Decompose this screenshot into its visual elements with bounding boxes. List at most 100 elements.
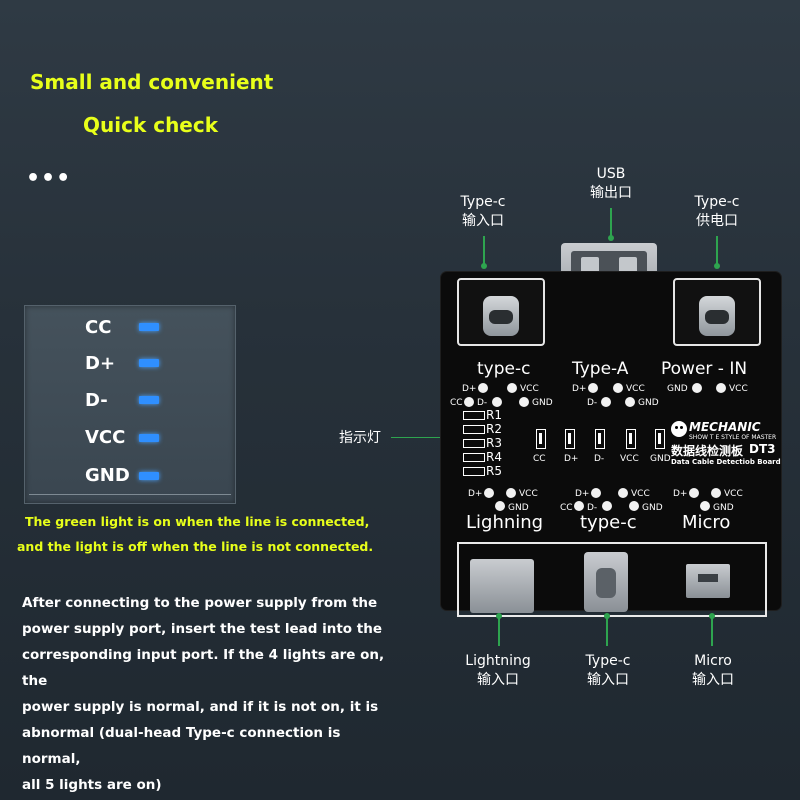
pin-label: VCC bbox=[724, 489, 743, 499]
label-typec-input: Type-c 输入口 bbox=[448, 193, 518, 231]
instructions-line: all 5 lights are on) bbox=[22, 777, 162, 793]
pin-label: GND bbox=[638, 398, 659, 408]
board-label-lightning: Lighning bbox=[466, 512, 544, 533]
pin-label: VCC bbox=[729, 384, 748, 394]
test-pad bbox=[495, 501, 505, 511]
pin-label: D- bbox=[587, 503, 598, 513]
test-pad bbox=[464, 397, 474, 407]
product-name-en: Data Cable Detectiob Board bbox=[671, 458, 781, 466]
detection-board: type-c Type-A Power - IN D+ VCC CC D- GN… bbox=[441, 272, 781, 617]
led-label: CC bbox=[533, 454, 546, 464]
test-pad bbox=[618, 488, 628, 498]
note-green-light-off: and the light is off when the line is no… bbox=[17, 539, 374, 554]
instructions-line: After connecting to the power supply fro… bbox=[22, 595, 378, 611]
indicator-led-dminus bbox=[595, 429, 605, 449]
label-micro-input-en: Micro bbox=[694, 653, 732, 669]
legend-label-cc: CC bbox=[85, 317, 112, 338]
ellipsis-dots: ••• bbox=[26, 166, 72, 191]
legend-led-gnd bbox=[139, 472, 159, 480]
legend-label-gnd: GND bbox=[85, 465, 130, 486]
indicator-led-cc bbox=[536, 429, 546, 449]
resistor-label: R3 bbox=[486, 436, 502, 450]
pointer-dot bbox=[714, 263, 720, 269]
test-pad bbox=[574, 501, 584, 511]
indicator-led-dplus bbox=[565, 429, 575, 449]
test-pad bbox=[602, 501, 612, 511]
pin-label: GND bbox=[642, 503, 663, 513]
brand-tagline: SHOW T E STYLE OF MASTER bbox=[689, 434, 777, 441]
test-pad bbox=[507, 383, 517, 393]
typec-bottom-socket bbox=[584, 552, 628, 612]
pin-label: VCC bbox=[520, 384, 539, 394]
test-pad bbox=[613, 383, 623, 393]
legend-led-cc bbox=[139, 323, 159, 331]
pointer-line bbox=[498, 616, 500, 646]
instructions-line: power supply port, insert the test lead … bbox=[22, 621, 383, 637]
headline-quick-check: Quick check bbox=[83, 113, 219, 137]
test-pad bbox=[716, 383, 726, 393]
label-lightning-input: Lightning 输入口 bbox=[453, 652, 543, 690]
pin-label: D+ bbox=[575, 489, 590, 499]
pin-label: GND bbox=[508, 503, 529, 513]
legend-led-vcc bbox=[139, 434, 159, 442]
label-typec-power-cn: 供电口 bbox=[696, 213, 738, 229]
label-typec-input-cn: 输入口 bbox=[462, 213, 504, 229]
resistor-r3 bbox=[463, 439, 485, 448]
test-pad bbox=[625, 397, 635, 407]
note-green-light-on: The green light is on when the line is c… bbox=[25, 514, 370, 529]
resistor-label: R4 bbox=[486, 450, 502, 464]
brand-name: MECHANIC bbox=[689, 420, 761, 434]
resistor-label: R5 bbox=[486, 464, 502, 478]
instructions-line: power supply is normal, and if it is not… bbox=[22, 699, 379, 715]
resistor-label: R2 bbox=[486, 422, 502, 436]
led-label: D+ bbox=[564, 454, 579, 464]
label-micro-input-cn: 输入口 bbox=[692, 672, 734, 688]
test-pad bbox=[588, 383, 598, 393]
pointer-line bbox=[606, 616, 608, 646]
mechanic-logo-icon bbox=[671, 421, 687, 437]
board-label-typea: Type-A bbox=[572, 359, 629, 379]
pointer-dot bbox=[481, 263, 487, 269]
typec-slot bbox=[705, 310, 729, 324]
test-pad bbox=[711, 488, 721, 498]
typec-slot bbox=[489, 310, 513, 324]
test-pad bbox=[478, 383, 488, 393]
pointer-line bbox=[483, 236, 485, 266]
bottom-connector-frame bbox=[457, 542, 767, 617]
resistor-r4 bbox=[463, 453, 485, 462]
label-typec-input-en: Type-c bbox=[460, 194, 506, 210]
label-lightning-input-en: Lightning bbox=[465, 653, 531, 669]
led-label: GND bbox=[650, 454, 671, 464]
legend-label-dminus: D- bbox=[85, 390, 108, 411]
label-usb-output-en: USB bbox=[596, 166, 626, 182]
instructions-text: After connecting to the power supply fro… bbox=[22, 590, 397, 798]
label-usb-output-cn: 输出口 bbox=[590, 185, 632, 201]
resistor-r1 bbox=[463, 411, 485, 420]
label-usb-output: USB 输出口 bbox=[576, 165, 646, 203]
legend-divider bbox=[29, 494, 231, 495]
test-pad bbox=[492, 397, 502, 407]
led-label: VCC bbox=[620, 454, 639, 464]
test-pad bbox=[591, 488, 601, 498]
legend-led-dminus bbox=[139, 396, 159, 404]
resistor-label: R1 bbox=[486, 408, 502, 422]
board-label-power-in: Power - IN bbox=[661, 359, 748, 379]
test-pad bbox=[519, 397, 529, 407]
pin-label: D+ bbox=[462, 384, 477, 394]
typec-input-socket bbox=[457, 278, 545, 346]
board-label-micro: Micro bbox=[682, 512, 731, 533]
typec-power-socket bbox=[673, 278, 761, 346]
pin-label: CC bbox=[450, 398, 463, 408]
legend-led-dplus bbox=[139, 359, 159, 367]
pin-label: GND bbox=[713, 503, 734, 513]
test-pad bbox=[692, 383, 702, 393]
legend-label-dplus: D+ bbox=[85, 353, 116, 374]
legend-label-vcc: VCC bbox=[85, 427, 126, 448]
indicator-label: 指示灯 bbox=[339, 430, 381, 446]
label-bottom-typec-input-en: Type-c bbox=[585, 653, 631, 669]
lightning-socket bbox=[470, 559, 534, 613]
test-pad bbox=[689, 488, 699, 498]
pin-label: VCC bbox=[626, 384, 645, 394]
test-pad bbox=[484, 488, 494, 498]
label-typec-power-en: Type-c bbox=[694, 194, 740, 210]
